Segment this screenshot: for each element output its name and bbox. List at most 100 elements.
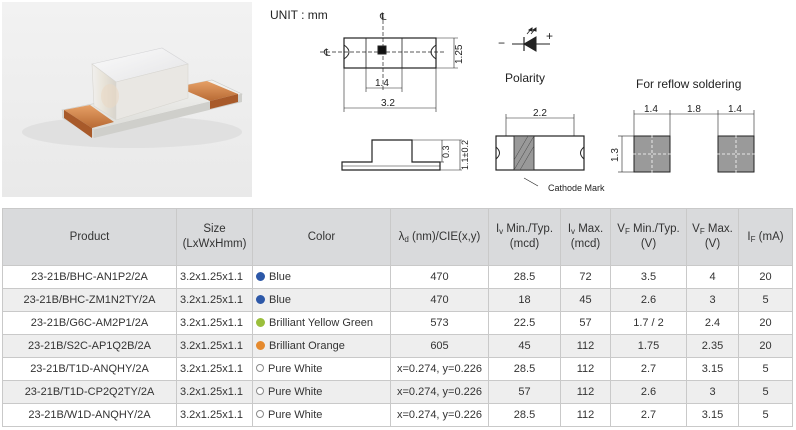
cell-vf-max: 3 xyxy=(686,380,739,404)
cell-wavelength: 470 xyxy=(390,265,489,289)
cell-product: 23-21B/S2C-AP1Q2B/2A xyxy=(2,334,177,358)
cell-if: 20 xyxy=(738,265,793,289)
centerline-top-symbol: ℄ xyxy=(379,12,387,23)
cell-wavelength: x=0.274, y=0.226 xyxy=(390,357,489,381)
dimension-drawings: UNIT : mm ℄ ℄ 1.4 3.2 1.25 xyxy=(262,0,796,205)
cell-size: 3.2x1.25x1.1 xyxy=(176,357,253,381)
cell-vf-max: 4 xyxy=(686,265,739,289)
cell-size: 3.2x1.25x1.1 xyxy=(176,311,253,335)
led-component-image xyxy=(22,47,243,148)
cell-iv-max: 112 xyxy=(560,403,611,427)
header-if: IF (mA) xyxy=(738,208,793,266)
color-dot-icon xyxy=(256,410,264,419)
header-product: Product xyxy=(2,208,177,266)
cell-iv-min: 18 xyxy=(488,288,561,312)
cell-color: Pure White xyxy=(252,403,391,427)
cell-if: 5 xyxy=(738,380,793,404)
cell-iv-max: 72 xyxy=(560,265,611,289)
cell-wavelength: x=0.274, y=0.226 xyxy=(390,403,489,427)
color-dot-icon xyxy=(256,387,264,396)
cell-wavelength: x=0.274, y=0.226 xyxy=(390,380,489,404)
cell-iv-min: 45 xyxy=(488,334,561,358)
color-dot-icon xyxy=(256,294,265,304)
color-dot-icon xyxy=(256,317,265,327)
cell-iv-max: 112 xyxy=(560,357,611,381)
dim-height: 1.25 xyxy=(454,44,465,64)
cell-wavelength: 573 xyxy=(390,311,489,335)
cell-vf-min: 2.7 xyxy=(610,357,687,381)
cell-iv-max: 112 xyxy=(560,334,611,358)
cell-if: 5 xyxy=(738,403,793,427)
cell-vf-min: 2.6 xyxy=(610,288,687,312)
cell-color: Brilliant Yellow Green xyxy=(252,311,391,335)
cell-vf-min: 1.75 xyxy=(610,334,687,358)
header-color: Color xyxy=(252,208,391,266)
unit-label: UNIT : mm xyxy=(270,8,328,22)
cell-product: 23-21B/BHC-AN1P2/2A xyxy=(2,265,177,289)
cell-iv-min: 28.5 xyxy=(488,357,561,381)
cell-iv-min: 22.5 xyxy=(488,311,561,335)
cell-color: Pure White xyxy=(252,380,391,404)
reflow-pad-layout: For reflow soldering 1.4 1.8 1.4 1.3 xyxy=(610,77,760,178)
dim-top-width: 1.4 xyxy=(375,78,389,89)
polarity-label: Polarity xyxy=(505,71,545,85)
color-dot-icon xyxy=(256,271,265,281)
cell-product: 23-21B/W1D-ANQHY/2A xyxy=(2,403,177,427)
header-vf-max: VF Max.(V) xyxy=(686,208,739,266)
cell-color: Blue xyxy=(252,265,391,289)
cell-iv-min: 28.5 xyxy=(488,265,561,289)
minus-sign: − xyxy=(498,36,505,50)
cell-wavelength: 470 xyxy=(390,288,489,312)
cell-size: 3.2x1.25x1.1 xyxy=(176,380,253,404)
header-iv-max: Iv Max.(mcd) xyxy=(560,208,611,266)
cell-vf-max: 3 xyxy=(686,288,739,312)
cell-product: 23-21B/G6C-AM2P1/2A xyxy=(2,311,177,335)
cell-size: 3.2x1.25x1.1 xyxy=(176,288,253,312)
product-photo xyxy=(2,2,252,197)
header-size: Size(LxWxHmm) xyxy=(176,208,253,266)
cell-iv-min: 28.5 xyxy=(488,403,561,427)
cell-vf-min: 2.6 xyxy=(610,380,687,404)
cell-vf-max: 3.15 xyxy=(686,357,739,381)
dim-side-height-b: 1.1±0.2 xyxy=(460,140,470,170)
cell-color: Blue xyxy=(252,288,391,312)
cell-iv-max: 112 xyxy=(560,380,611,404)
cell-vf-max: 2.35 xyxy=(686,334,739,358)
cell-iv-max: 57 xyxy=(560,311,611,335)
dim-pad-a: 1.4 xyxy=(644,104,658,115)
header-vf-min: VF Min./Typ.(V) xyxy=(610,208,687,266)
polarity-symbol: − + Polarity xyxy=(498,27,553,85)
color-dot-icon xyxy=(256,340,265,350)
side-view: 0.3 1.1±0.2 xyxy=(341,139,470,171)
cell-vf-min: 3.5 xyxy=(610,265,687,289)
cell-if: 5 xyxy=(738,288,793,312)
header-wavelength: λd (nm)/CIE(x,y) xyxy=(390,208,489,266)
cell-iv-max: 45 xyxy=(560,288,611,312)
dim-pad-b: 1.4 xyxy=(728,104,742,115)
cell-wavelength: 605 xyxy=(390,334,489,358)
cell-color: Brilliant Orange xyxy=(252,334,391,358)
dim-bottom-height: 1.3 xyxy=(610,148,621,162)
top-view: ℄ ℄ 1.4 3.2 1.25 xyxy=(320,12,465,112)
table-header-row: Product Size(LxWxHmm) Color λd (nm)/CIE(… xyxy=(2,208,793,266)
cell-color: Pure White xyxy=(252,357,391,381)
cell-product: 23-21B/T1D-ANQHY/2A xyxy=(2,357,177,381)
cell-if: 20 xyxy=(738,334,793,358)
cell-size: 3.2x1.25x1.1 xyxy=(176,334,253,358)
color-dot-icon xyxy=(256,364,264,373)
cell-if: 5 xyxy=(738,357,793,381)
cell-vf-min: 1.7 / 2 xyxy=(610,311,687,335)
cell-product: 23-21B/BHC-ZM1N2TY/2A xyxy=(2,288,177,312)
reflow-label: For reflow soldering xyxy=(636,77,741,91)
cell-size: 3.2x1.25x1.1 xyxy=(176,265,253,289)
outline-drawing: UNIT : mm ℄ ℄ 1.4 3.2 1.25 xyxy=(270,8,760,193)
dim-bottom-width: 2.2 xyxy=(533,108,547,119)
cell-vf-max: 2.4 xyxy=(686,311,739,335)
